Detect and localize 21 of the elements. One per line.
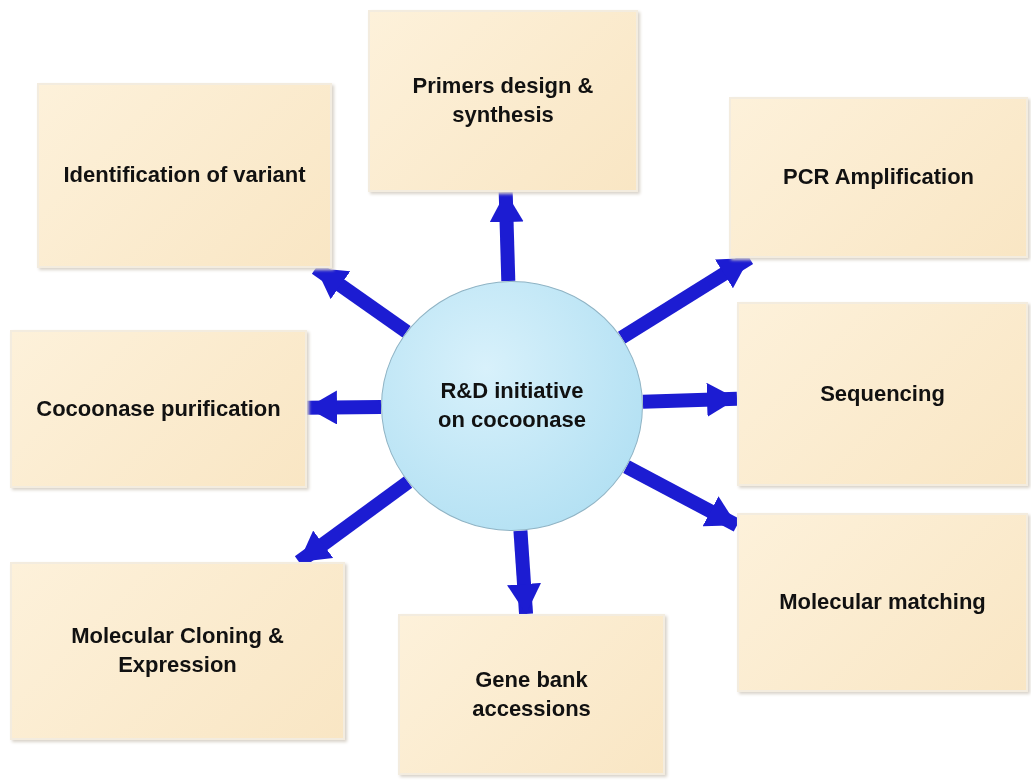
topic-box [737, 302, 1028, 486]
node-label: Primers design & synthesis [411, 72, 595, 129]
topic-box [10, 330, 307, 488]
node-label: Cocoonase purification [35, 394, 282, 423]
node-label: PCR Amplification [781, 163, 976, 192]
node-label: Gene bank accessions [471, 665, 592, 723]
arrow [507, 530, 541, 615]
node-label: Identification of variant [62, 161, 307, 190]
arrow [489, 191, 524, 282]
arrow [306, 390, 382, 425]
topic-box [737, 513, 1028, 692]
node-label: Molecular matching [778, 588, 987, 617]
node-label: Molecular Cloning & Expression [70, 622, 285, 679]
topic-box [37, 83, 332, 268]
topic-box [398, 614, 665, 775]
topic-box [10, 562, 345, 740]
node-label: Sequencing [819, 379, 946, 408]
topic-box [729, 97, 1028, 258]
arrow [642, 382, 738, 417]
topic-box [368, 10, 638, 192]
node-label: R&D initiative on cocoonase [437, 377, 587, 434]
